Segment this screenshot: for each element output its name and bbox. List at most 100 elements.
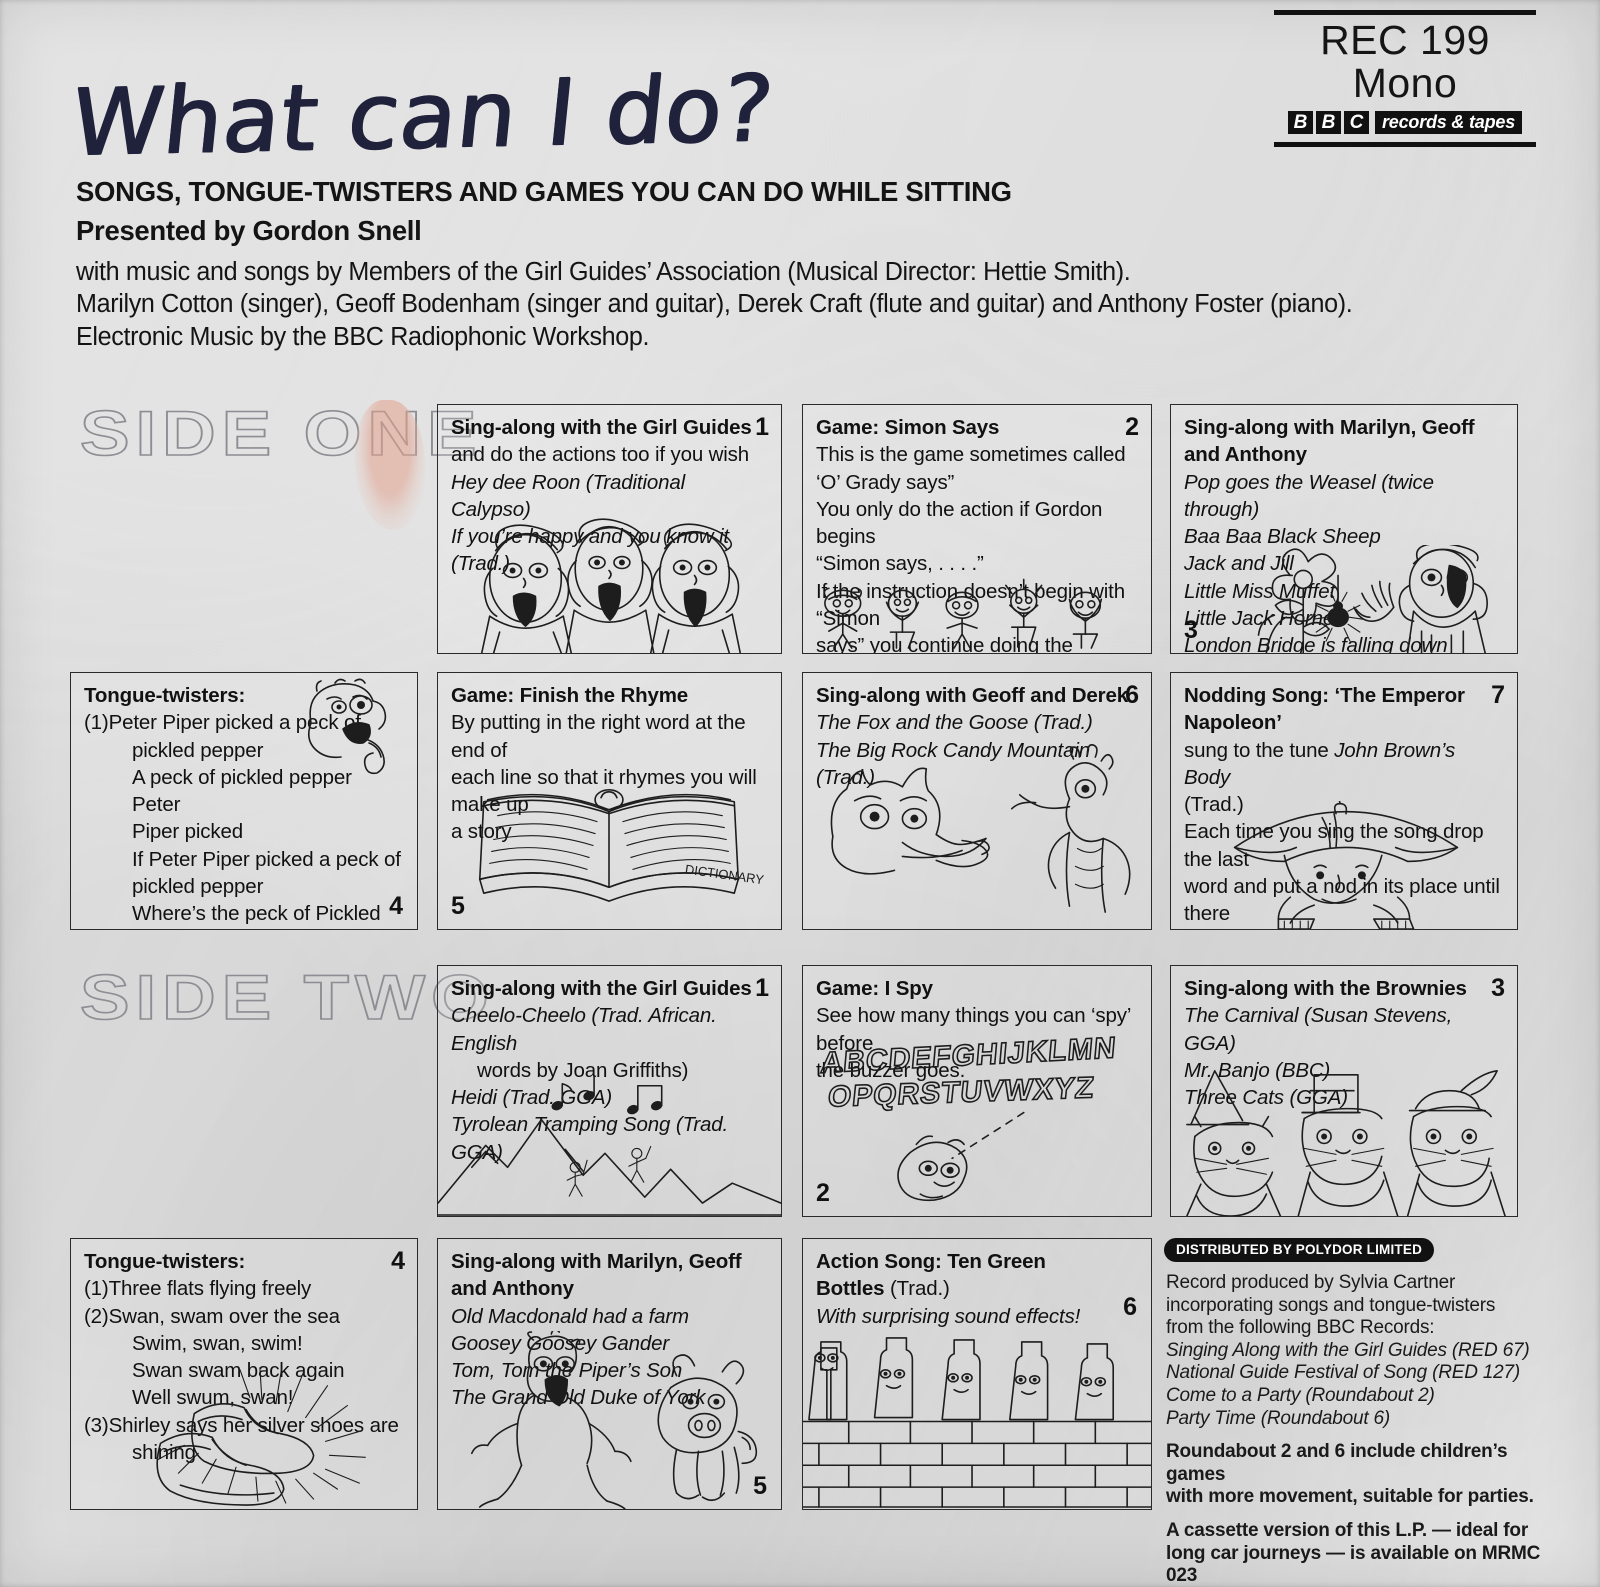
track-heading: Game: Finish the Rhyme <box>451 684 689 707</box>
tongue-twister-line: Well swum, swan! <box>132 1386 294 1410</box>
track-heading: Tongue-twisters: <box>84 684 246 707</box>
track-line: sung to the tune John Brown’s Body <box>1184 738 1456 789</box>
track-line: Hey dee Roon (Traditional Calypso) <box>451 470 686 521</box>
track-heading: Action Song: Ten Green Bottles (Trad.) <box>816 1248 1139 1303</box>
track-panel-s1-4: Tongue-twisters: (1)Peter Piper picked a… <box>70 672 418 930</box>
track-panel-s2-6: 6 Action Song: Ten Green Bottles (Trad.)… <box>802 1238 1152 1510</box>
track-line: The Fox and the Goose (Trad.) <box>816 711 1093 735</box>
tongue-twister-item: (1)Three flats flying freely <box>84 1275 405 1302</box>
track-line: Jack and Jill <box>1184 552 1294 576</box>
item-marker: (1) <box>84 1277 109 1301</box>
track-number: 3 <box>1184 616 1198 644</box>
roundabout-note: with more movement, suitable for parties… <box>1166 1486 1534 1508</box>
bbc-letter-b2: B <box>1315 111 1341 135</box>
track-heading: Sing-along with Marilyn, Geoff and Antho… <box>1184 416 1475 467</box>
track-number: 1 <box>755 974 769 1002</box>
track-line: Little Jack Horner <box>1184 606 1341 630</box>
track-number: 2 <box>816 1179 830 1207</box>
catalogue-box: REC 199 Mono B B C records & tapes <box>1274 10 1536 148</box>
album-title: What can I do? <box>65 54 778 177</box>
track-line: By putting in the right word at the end … <box>451 711 746 762</box>
tongue-twister-line: Where’s the peck of Pickled pepper <box>132 902 381 925</box>
track-panel-s1-2: 2 Game: Simon Says This is the game some… <box>802 404 1152 654</box>
track-line: See how many things you can ‘spy’ before <box>816 1004 1131 1055</box>
track-number: 5 <box>451 892 465 920</box>
credit-line: Record produced by Sylvia Cartner <box>1166 1272 1456 1293</box>
tongue-twister-line: Swim, swan, swim! <box>132 1331 303 1355</box>
item-text: Peter Piper picked a peck of <box>108 711 361 735</box>
track-line: Tyrolean Tramping Song (Trad. GGA) <box>451 1113 729 1164</box>
track-line: Goosey Goosey Gander <box>451 1331 670 1355</box>
track-line: a story <box>451 820 512 844</box>
item-marker: (2) <box>84 1304 109 1328</box>
track-number: 7 <box>1491 681 1505 709</box>
track-line: Three Cats (GGA) <box>1184 1086 1348 1109</box>
catalogue-number: REC 199 Mono <box>1320 17 1490 107</box>
track-panel-s2-1: 1 Sing-along with the Girl Guides Cheelo… <box>437 965 782 1217</box>
item-text: Three flats flying freely <box>108 1277 312 1301</box>
item-marker: (3) <box>84 1413 109 1437</box>
tongue-twister-line: pickled pepper <box>132 874 264 898</box>
performer-credits: with music and songs by Members of the G… <box>76 256 1353 353</box>
tongue-twister-line: Swan swam back again <box>132 1359 345 1382</box>
track-number: 3 <box>1491 974 1505 1002</box>
track-line: ‘O’ Grady says” <box>816 470 955 494</box>
track-line: The Grand Old Duke of York <box>451 1386 706 1410</box>
track-heading: Game: I Spy <box>816 977 933 1000</box>
bbc-letter-b1: B <box>1287 111 1313 135</box>
source-record: National Guide Festival of Song (RED 127… <box>1166 1362 1521 1384</box>
track-heading: Game: Simon Says <box>816 416 1000 439</box>
track-line: and do the actions too if you wish <box>451 443 750 467</box>
track-line: Tom, Tom the Piper’s Son <box>451 1359 683 1382</box>
track-panel-s2-5: Sing-along with Marilyn, Geoff and Antho… <box>437 1238 782 1510</box>
roundabout-note: Roundabout 2 and 6 include children’s ga… <box>1166 1441 1508 1485</box>
track-line: The Big Rock Candy Mountain (Trad.) <box>816 738 1090 789</box>
track-number: 6 <box>1125 681 1139 709</box>
track-heading: Sing-along with the Brownies <box>1184 977 1467 1000</box>
bbc-records-and-tapes-logo: B B C records & tapes <box>1274 111 1536 135</box>
track-line: You only do the action if Gordon begins <box>816 497 1103 548</box>
track-panel-s1-5: Game: Finish the Rhyme By putting in the… <box>437 672 782 930</box>
credit-line: incorporating songs and tongue-twisters <box>1166 1294 1496 1316</box>
back-credits-block: Record produced by Sylvia Cartner incorp… <box>1166 1272 1546 1587</box>
track-line: London Bridge is falling down <box>1184 634 1448 654</box>
track-heading: Nodding Song: ‘The Emperor Napoleon’ <box>1184 684 1465 735</box>
track-line: Cheelo-Cheelo (Trad. African. English <box>451 1004 717 1055</box>
source-record: Come to a Party (Roundabout 2) <box>1166 1385 1435 1407</box>
tune-title: John Brown’s Body <box>1184 738 1456 789</box>
tongue-twister-item: (1)Peter Piper picked a peck of <box>84 709 405 736</box>
source-record: Singing Along with the Girl Guides (RED … <box>1166 1339 1530 1361</box>
track-line: With surprising sound effects! <box>816 1304 1081 1328</box>
tongue-twister-line: shining <box>132 1440 196 1464</box>
credit-line: from the following BBC Records: <box>1166 1317 1435 1339</box>
track-heading: Sing-along with the Girl Guides <box>451 977 752 1000</box>
track-number: 6 <box>1123 1292 1137 1321</box>
track-number: 4 <box>389 892 403 920</box>
track-line: Baa Baa Black Sheep <box>1184 525 1381 548</box>
tongue-twister-item: (3)Shirley says her silver shoes are <box>84 1412 405 1439</box>
cassette-note: A cassette version of this L.P. — ideal … <box>1166 1520 1529 1542</box>
track-heading: Sing-along with Marilyn, Geoff and Antho… <box>451 1250 742 1301</box>
track-heading: Sing-along with Geoff and Derek <box>816 684 1128 707</box>
album-subtitle: SONGS, TONGUE-TWISTERS AND GAMES YOU CAN… <box>76 176 1012 207</box>
credit-line-2: Marilyn Cotton (singer), Geoff Bodenham … <box>76 290 1353 319</box>
credit-line-1: with music and songs by Members of the G… <box>76 258 1131 286</box>
tongue-twister-line: If Peter Piper picked a peck of <box>132 847 401 871</box>
track-line: This is the game sometimes called <box>816 443 1126 467</box>
artwork-ten-green-bottles-on-wall <box>803 1309 1151 1509</box>
track-panel-s1-1: 1 Sing-along with the Girl Guides and do… <box>437 404 782 654</box>
item-text: Swan, swam over the sea <box>108 1304 340 1328</box>
track-line: says” you continue doing the previous on… <box>816 634 1073 654</box>
track-line: are only ‘nods’ left. <box>1184 927 1505 929</box>
track-line: words by Joan Griffiths) <box>477 1058 689 1082</box>
action-song-title: Action Song: Ten Green Bottles <box>816 1250 1046 1301</box>
track-line: Heidi (Trad. GGA) <box>451 1086 613 1109</box>
track-line: each line so that it rhymes you will mak… <box>451 765 757 816</box>
trad-label: (Trad.) <box>889 1277 950 1301</box>
track-heading: Sing-along with the Girl Guides <box>451 416 752 439</box>
cassette-note: long car journeys — is available on MRMC… <box>1166 1542 1541 1587</box>
side-two-banner: SIDE TWO <box>79 962 495 1034</box>
credit-line-3: Electronic Music by the BBC Radiophonic … <box>76 322 650 351</box>
tongue-twister-item: (2)Swan, swam over the sea <box>84 1303 405 1330</box>
